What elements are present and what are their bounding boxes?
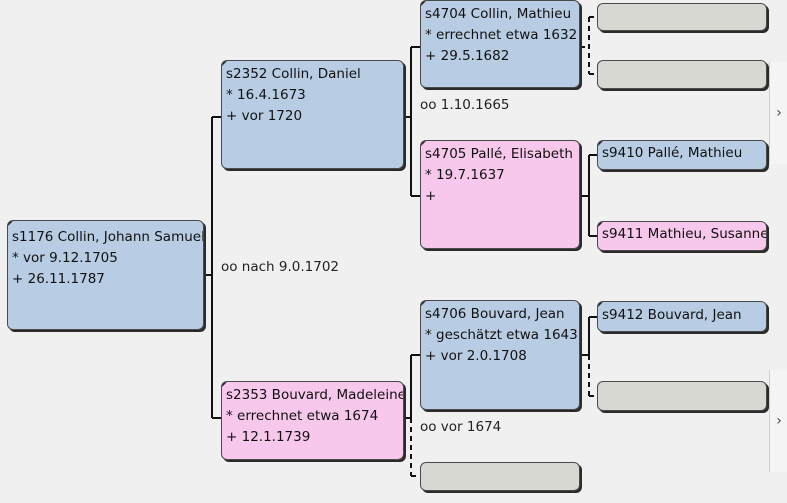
person-name: s1176 Collin, Johann Samuel [12,229,204,245]
person-card-root[interactable]: s1176 Collin, Johann Samuel * vor 9.12.1… [7,220,204,330]
empty-person-slot[interactable] [597,60,767,89]
marriage-label-father-parents: oo 1.10.1665 [420,97,510,113]
person-name: s4705 Pallé, Elisabeth [425,146,573,162]
death-date: + [425,188,437,204]
person-card-great-grandmother-mathieu[interactable]: s9411 Mathieu, Susanne [597,221,767,251]
person-card-paternal-grandfather[interactable]: s4704 Collin, Mathieu * errechnet etwa 1… [420,0,580,88]
person-card-paternal-grandmother[interactable]: s4705 Pallé, Elisabeth * 19.7.1637 + [420,140,580,249]
person-card-great-grandfather-palle[interactable]: s9410 Pallé, Mathieu [597,140,767,170]
birth-date: * geschätzt etwa 1643 [425,327,578,343]
expand-ancestors-button[interactable]: › [769,370,787,472]
death-date: + 26.11.1787 [12,271,105,287]
person-name: s9412 Bouvard, Jean [602,307,742,323]
birth-date: * vor 9.12.1705 [12,250,118,266]
person-card-maternal-grandfather[interactable]: s4706 Bouvard, Jean * geschätzt etwa 164… [420,300,580,410]
empty-person-slot[interactable] [597,381,767,411]
birth-date: * 16.4.1673 [226,87,306,103]
birth-date: * errechnet etwa 1674 [226,408,379,424]
person-card-great-grandfather-bouvard[interactable]: s9412 Bouvard, Jean [597,301,767,332]
birth-date: * 19.7.1637 [425,167,505,183]
empty-person-slot[interactable] [597,3,767,31]
person-name: s2353 Bouvard, Madeleine [226,387,404,403]
person-card-father[interactable]: s2352 Collin, Daniel * 16.4.1673 + vor 1… [221,60,404,169]
person-name: s9411 Mathieu, Susanne [602,226,767,242]
chevron-right-icon: › [776,413,782,429]
person-name: s4706 Bouvard, Jean [425,306,565,322]
chevron-right-icon: › [776,105,782,121]
marriage-label-mother-parents: oo vor 1674 [420,419,502,435]
person-card-mother[interactable]: s2353 Bouvard, Madeleine * errechnet etw… [221,381,404,460]
person-name: s9410 Pallé, Mathieu [602,145,743,161]
death-date: + 12.1.1739 [226,429,311,445]
death-date: + vor 1720 [226,108,303,124]
expand-ancestors-button[interactable]: › [769,62,787,164]
death-date: + vor 2.0.1708 [425,348,527,364]
birth-date: * errechnet etwa 1632 [425,27,578,43]
person-name: s4704 Collin, Mathieu [425,6,572,22]
death-date: + 29.5.1682 [425,48,510,64]
empty-person-slot[interactable] [420,462,580,491]
marriage-label-root-parents: oo nach 9.0.1702 [221,259,340,275]
person-name: s2352 Collin, Daniel [226,66,361,82]
